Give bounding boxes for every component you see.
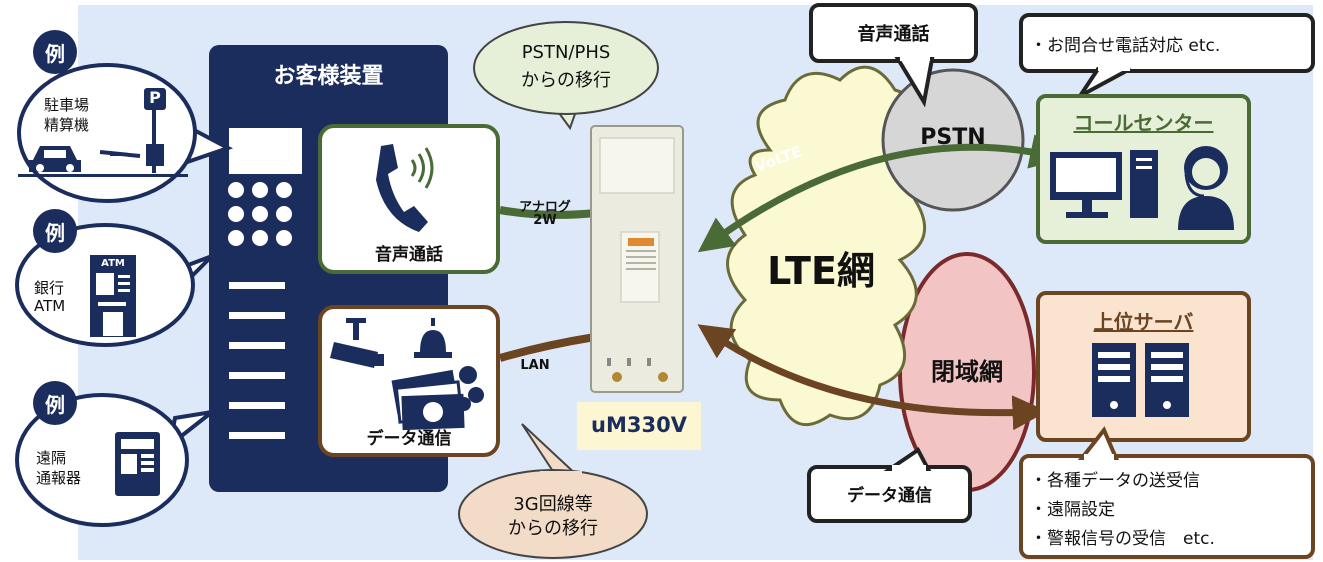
computer-icon (1050, 150, 1158, 218)
router-device (590, 125, 684, 393)
server-icon (1092, 343, 1189, 417)
parking-car-icon (18, 146, 188, 177)
parking-sign-letter: P (149, 88, 161, 107)
alarm-light-icon (414, 318, 452, 358)
example-badge-text-3: 例 (45, 393, 65, 417)
volte-arrow (697, 134, 1066, 253)
atm-icon (90, 255, 136, 337)
lan-label: LAN (520, 358, 550, 373)
example-parking-line2: 精算機 (44, 116, 90, 134)
data-box-label: データ通信 (366, 429, 452, 449)
analog-label-line1: アナログ (519, 200, 571, 215)
call-center-title: コールセンター (1073, 111, 1214, 135)
device-title: お客様装置 (273, 64, 384, 89)
data-callout (807, 447, 972, 523)
server-box (1036, 291, 1251, 442)
data-arrow (697, 324, 1048, 431)
voice-box (318, 124, 500, 274)
device-display (229, 128, 302, 174)
example-badge-3 (33, 381, 77, 425)
lan-line (498, 333, 596, 362)
server-note-line2: ・遠隔設定 (1030, 500, 1115, 520)
example-parking-line1: 駐車場 (44, 96, 90, 114)
analog-label-line2: 2W (533, 213, 557, 228)
phone-icon (376, 144, 434, 232)
data-callout-text: データ通信 (847, 486, 932, 506)
voice-callout-text: 音声通話 (857, 24, 930, 45)
example-alarm-line2: 通報器 (36, 469, 82, 487)
closed-network-label: 閉域網 (931, 358, 1003, 386)
g3-bubble-line2: からの移行 (508, 518, 598, 539)
pstn-phs-bubble-line2: からの移行 (521, 70, 611, 91)
pstn-phs-bubble-line1: PSTN/PHS (521, 42, 611, 63)
money-icon (391, 366, 484, 431)
call-center-note-text: ・お問合せ電話対応 etc. (1030, 36, 1221, 56)
server-note-line3: ・警報信号の受信 etc. (1030, 529, 1215, 549)
pstn-label: PSTN (920, 125, 986, 150)
router-name: uM330V (591, 413, 687, 437)
analog-line (499, 206, 596, 219)
example-alarm-line1: 遠隔 (36, 449, 67, 467)
server-title: 上位サーバ (1093, 310, 1194, 334)
device-keypad (228, 182, 292, 246)
parking-sign-icon (144, 88, 166, 173)
example-atm-line2: ATM (34, 297, 66, 315)
camera-icon (330, 318, 384, 368)
atm-sign: ATM (101, 258, 125, 269)
pstn-phs-bubble (473, 21, 659, 131)
intercom-icon (115, 432, 160, 496)
example-badge-text-1: 例 (45, 42, 65, 66)
call-center-note (1019, 13, 1315, 98)
example-badge-text-2: 例 (45, 221, 65, 245)
voice-callout (809, 3, 978, 108)
lte-label: LTE網 (767, 249, 875, 293)
operator-icon (1178, 146, 1234, 230)
server-note (1019, 426, 1315, 559)
example-atm-line1: 銀行 (34, 279, 65, 297)
device-slots (229, 282, 285, 439)
voice-box-label: 音声通話 (375, 245, 443, 265)
example-badge-2 (33, 209, 77, 253)
example-badge-1 (33, 30, 77, 74)
g3-bubble-line1: 3G回線等 (513, 494, 593, 515)
server-note-line1: ・各種データの送受信 (1030, 471, 1200, 491)
router-label-bg (577, 402, 701, 450)
g3-bubble (458, 423, 648, 559)
